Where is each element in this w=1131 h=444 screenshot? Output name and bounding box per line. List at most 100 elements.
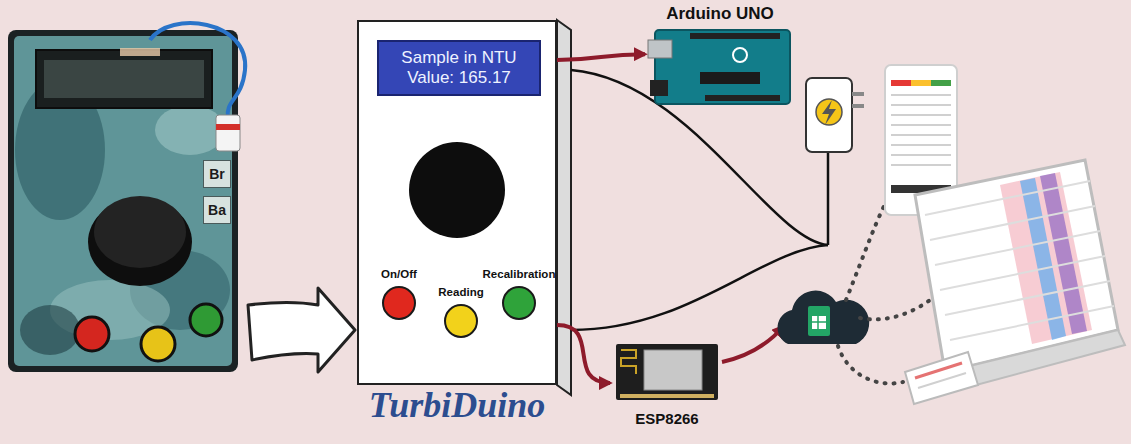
tablet-picture — [891, 95, 951, 165]
button-cap — [502, 286, 536, 320]
device-photo — [141, 327, 175, 361]
power-adapter — [852, 104, 864, 108]
arduino-board: Arduino UNO — [645, 4, 795, 104]
device-photo — [75, 317, 109, 351]
lcd-screen: Sample in NTUValue: 165.17 — [377, 40, 541, 96]
laptop-picture — [925, 181, 1114, 340]
data-arrow — [557, 54, 645, 60]
dotted-link — [838, 346, 903, 384]
arduino-board-picture — [650, 80, 668, 96]
data-arrow — [557, 325, 610, 383]
laptop-picture — [915, 160, 1125, 392]
tablet-picture — [891, 134, 951, 136]
device-photo — [150, 23, 245, 118]
power-wire — [827, 150, 830, 245]
tablet-picture — [891, 144, 951, 146]
part-label: Arduino UNO — [645, 4, 795, 24]
device-photo — [155, 105, 225, 155]
device-photo — [94, 196, 186, 268]
control-knob — [409, 142, 505, 238]
button-cap — [444, 304, 478, 338]
power-button: On/Off — [359, 268, 439, 320]
recalibration-button: Recalibration — [479, 268, 559, 320]
arduino-board-picture — [700, 72, 760, 84]
esp8266-picture — [620, 394, 714, 398]
element-tile: Ba — [203, 196, 231, 224]
device-photo — [120, 48, 160, 56]
button-label: On/Off — [359, 268, 439, 282]
phone-picture — [905, 352, 978, 404]
cloud-sheets-icon — [808, 306, 830, 336]
device-box: TurbiDuinoSample in NTUValue: 165.17On/O… — [357, 20, 557, 385]
picture-area — [610, 338, 724, 410]
tablet-picture — [891, 154, 951, 156]
arduino-board-picture — [733, 48, 747, 62]
power-adapter — [806, 78, 852, 152]
dotted-link — [860, 300, 930, 319]
transform-arrow — [248, 288, 355, 372]
dotted-link — [846, 195, 890, 300]
laptop-picture — [935, 231, 1100, 265]
power-wire — [571, 70, 828, 330]
lcd-text: Value: 165.17 — [407, 68, 511, 88]
cloud-sheets-icon — [778, 291, 870, 344]
tablet-picture — [891, 104, 951, 106]
element-tile: Br — [203, 160, 231, 188]
arduino-board-picture — [648, 30, 790, 104]
laptop-picture — [930, 206, 1095, 240]
reading-button: Reading — [421, 286, 501, 338]
button-label: Recalibration — [479, 268, 559, 282]
tablet-picture — [891, 80, 911, 86]
phone-picture — [905, 352, 978, 404]
power-adapter — [822, 100, 836, 125]
tablet-picture — [891, 94, 951, 96]
device-photo — [216, 115, 240, 151]
arduino-board-picture — [648, 40, 672, 58]
esp8266-picture — [616, 344, 718, 400]
tablet-picture — [891, 164, 951, 166]
picture-area — [645, 24, 795, 104]
power-adapter — [852, 92, 864, 96]
laptop-picture — [1000, 172, 1092, 344]
laptop-picture — [945, 281, 1110, 315]
device-photo — [8, 30, 238, 372]
arduino-board-picture — [655, 30, 790, 104]
tablet-picture — [911, 80, 931, 86]
cloud-sheets-icon — [812, 321, 826, 323]
arduino-board-picture — [690, 33, 780, 39]
device-photo — [44, 60, 204, 98]
arduino-board-picture — [705, 95, 780, 101]
part-label: ESP8266 — [610, 410, 724, 428]
dotted-link — [838, 195, 930, 384]
device-photo — [20, 305, 80, 355]
esp8266-picture — [621, 350, 636, 374]
button-cap — [382, 286, 416, 320]
device-photo — [14, 36, 232, 366]
device-photo — [190, 304, 222, 336]
cloud-sheets-icon — [817, 316, 819, 329]
device-name: TurbiDuino — [329, 385, 585, 426]
device-photo — [36, 50, 212, 108]
device-photo — [8, 23, 245, 372]
cloud-sheets-icon — [778, 291, 870, 344]
power-adapter — [806, 78, 864, 152]
upload-arrow — [722, 326, 784, 362]
esp8266-picture — [616, 344, 718, 400]
tablet-picture — [891, 124, 951, 126]
tablet-picture — [891, 114, 951, 116]
laptop-picture — [1020, 178, 1066, 340]
laptop-picture — [950, 306, 1114, 340]
laptop-picture — [940, 256, 1105, 290]
device-photo — [216, 124, 240, 130]
tablet-picture — [931, 80, 951, 86]
button-label: Reading — [421, 286, 501, 300]
esp8266-module: ESP8266 — [610, 338, 724, 428]
laptop-picture — [925, 181, 1090, 215]
power-adapter — [816, 99, 842, 125]
box-side — [557, 20, 571, 395]
lcd-text: Sample in NTU — [401, 48, 516, 68]
phone-picture — [918, 373, 966, 388]
